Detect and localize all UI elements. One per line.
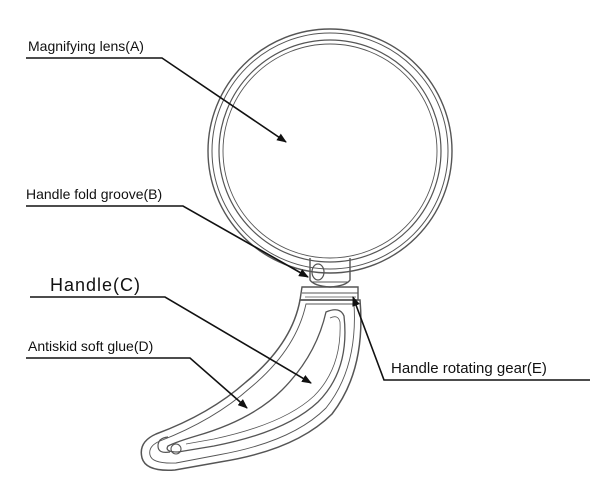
handle-body [140,299,362,471]
magnifier-drawing [140,28,453,471]
label-handle-fold-groove: Handle fold groove(B) [26,186,162,202]
label-handle: Handle(C) [50,275,141,295]
leader-fold-groove [26,205,309,278]
leader-lens [26,57,287,143]
labels: Magnifying lens(A) Handle fold groove(B)… [26,38,547,377]
label-antiskid-soft-glue: Antiskid soft glue(D) [28,338,153,354]
label-handle-rotating-gear: Handle rotating gear(E) [391,360,547,377]
leader-rotating-gear [352,296,590,381]
label-magnifying-lens: Magnifying lens(A) [28,38,144,54]
handle-rotating-gear [299,286,359,301]
antiskid-soft-glue [157,309,346,455]
leader-soft-glue [26,357,248,409]
leader-lines [26,57,590,409]
magnifying-lens [207,28,453,274]
leader-handle [30,296,312,384]
